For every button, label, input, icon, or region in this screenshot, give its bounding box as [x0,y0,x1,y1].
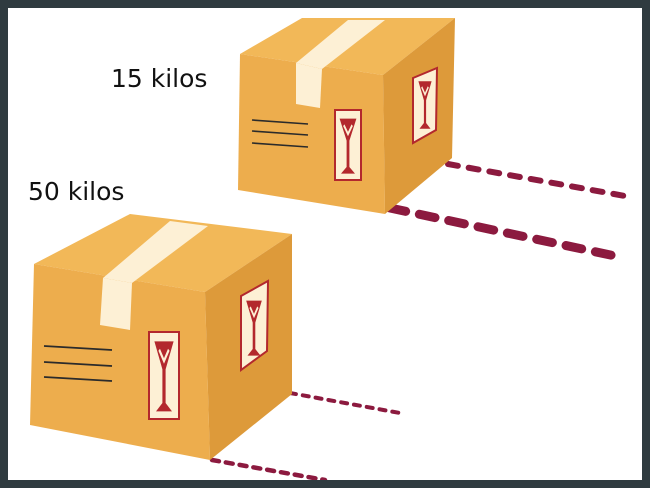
box-small [238,18,628,261]
fragile-glass-icon [148,331,180,420]
diagram-canvas: 15 kilos 50 kilos [8,8,642,480]
fragile-glass-icon [240,279,270,372]
box-small-label-lines [251,119,309,148]
box-large-tape-top [103,221,208,283]
box-large-tape-front [100,278,132,330]
fragile-glass-icon [334,109,362,181]
fragile-glass-icon [412,66,439,145]
scene-svg [30,18,628,480]
box-small-motion-trail [385,161,628,261]
box-large [30,214,402,480]
box-large-label-lines [43,345,113,382]
box-small-tape-front [296,63,322,108]
box-large-motion-trail [209,391,402,480]
box-small-weight-label: 15 kilos [111,64,208,93]
box-large-weight-label: 50 kilos [28,177,125,206]
box-small-tape-top [296,20,385,69]
